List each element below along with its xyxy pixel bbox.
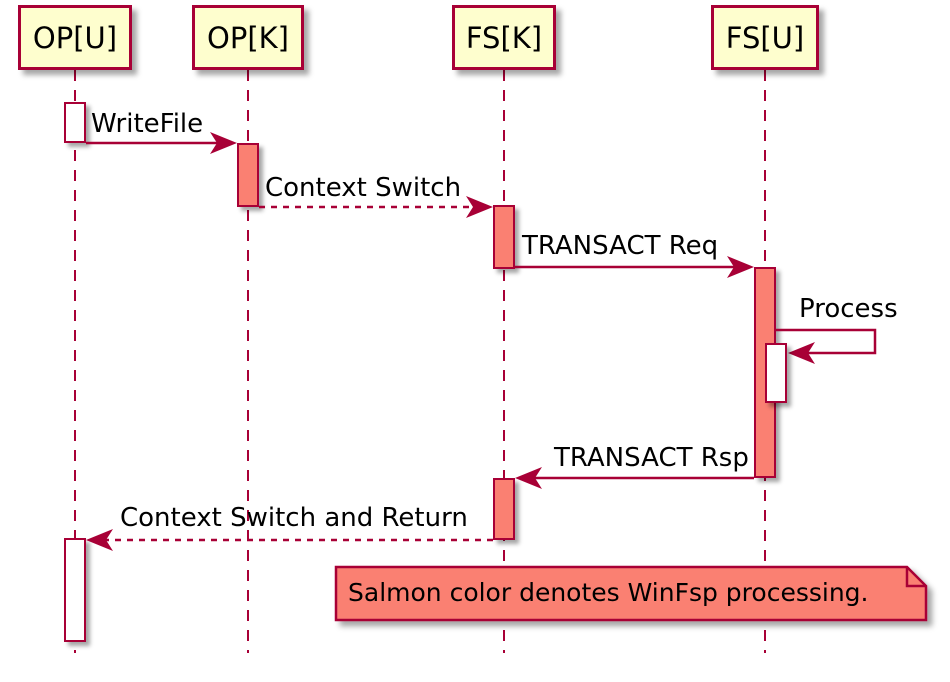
arrowhead-context-switch-icon bbox=[466, 196, 493, 218]
activation-bar-op-u-writefile bbox=[64, 102, 86, 143]
message-label-process: Process bbox=[799, 294, 898, 324]
arrowhead-process-icon bbox=[788, 342, 815, 364]
participant-fs-u-label: FS[U] bbox=[725, 20, 805, 55]
arrowhead-context-switch-return-icon bbox=[86, 529, 113, 551]
participant-op-k-label: OP[K] bbox=[207, 20, 289, 55]
arrow-process-self bbox=[776, 328, 877, 355]
participant-fs-u: FS[U] bbox=[711, 5, 819, 70]
arrowhead-writefile-icon bbox=[210, 132, 237, 154]
message-label-writefile: WriteFile bbox=[91, 109, 204, 139]
activation-bar-fs-k-response bbox=[493, 478, 515, 540]
activation-bar-fs-u-process bbox=[765, 343, 787, 403]
arrowhead-transact-rsp-icon bbox=[515, 467, 542, 489]
participant-op-u-label: OP[U] bbox=[32, 20, 118, 55]
note: Salmon color denotes WinFsp processing. bbox=[348, 578, 869, 607]
participant-fs-k: FS[K] bbox=[452, 5, 556, 70]
activation-bar-op-u-return bbox=[64, 538, 86, 642]
arrowhead-transact-req-icon bbox=[727, 256, 754, 278]
activation-bar-fs-k-request bbox=[493, 205, 515, 269]
participant-fs-k-label: FS[K] bbox=[465, 20, 543, 55]
message-label-transact-req: TRANSACT Req bbox=[522, 231, 719, 261]
message-label-context-switch: Context Switch bbox=[265, 173, 462, 203]
participant-op-u: OP[U] bbox=[18, 5, 132, 70]
message-label-transact-rsp: TRANSACT Rsp bbox=[554, 443, 749, 473]
message-label-context-switch-return: Context Switch and Return bbox=[120, 503, 468, 533]
participant-op-k: OP[K] bbox=[192, 5, 304, 70]
activation-bar-op-k bbox=[237, 143, 259, 207]
